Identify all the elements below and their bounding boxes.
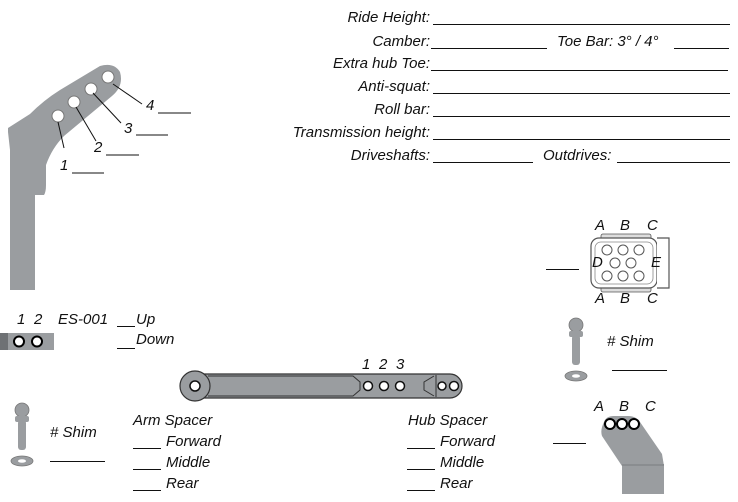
transmission-height-field[interactable] xyxy=(433,139,730,140)
driveshafts-label: Driveshafts: xyxy=(350,147,430,164)
ball-stud-shaft xyxy=(18,420,26,450)
carrier-hole-a xyxy=(604,418,616,430)
hub-spacer-title: Hub Spacer xyxy=(408,412,488,429)
arm-spacer-rear-field[interactable] xyxy=(133,490,161,491)
connector-latch xyxy=(657,237,670,289)
hub-spacer-middle: Middle xyxy=(440,454,485,471)
shock-tower-diagram xyxy=(8,64,191,290)
anti-squat-label: Anti-squat: xyxy=(358,78,430,95)
link-end-hole-b xyxy=(448,380,460,392)
pointer-3 xyxy=(92,92,122,124)
right-shim-label: # Shim xyxy=(607,333,654,350)
carrier-label-c: C xyxy=(645,398,656,415)
left-ball-stud-diagram xyxy=(10,402,34,467)
connector-bottom-b: B xyxy=(620,290,631,307)
link-diagram xyxy=(179,370,463,402)
roll-bar-label: Roll bar: xyxy=(374,101,430,118)
extra-hub-toe-field[interactable] xyxy=(431,70,728,71)
es-hole-1 xyxy=(13,335,25,348)
link-hole-2 xyxy=(378,380,390,392)
tower-hole-3 xyxy=(84,82,98,96)
pointer-1 xyxy=(57,121,65,149)
arm-spacer-middle: Middle xyxy=(166,454,211,471)
pointer-2 xyxy=(75,106,97,142)
arm-spacer-middle-field[interactable] xyxy=(133,469,161,470)
ride-height-field[interactable] xyxy=(433,24,730,25)
carrier-hole-b xyxy=(616,418,628,430)
connector-bottom-c: C xyxy=(647,290,658,307)
link-hole-1 xyxy=(362,380,374,392)
connector-bottom-a: A xyxy=(595,290,606,307)
arm-spacer-forward-field[interactable] xyxy=(133,448,161,449)
ball-head xyxy=(14,402,30,418)
es-hole-label-2: 2 xyxy=(34,311,43,328)
outdrives-field[interactable] xyxy=(617,162,730,163)
tower-label-1: 1 xyxy=(60,157,69,174)
transmission-height-label: Transmission height: xyxy=(292,124,430,141)
tower-label-4: 4 xyxy=(146,97,155,114)
hub-spacer-rear: Rear xyxy=(440,475,473,492)
arm-spacer-title: Arm Spacer xyxy=(133,412,213,429)
hub-spacer-forward: Forward xyxy=(440,433,496,450)
tower-hole-2 xyxy=(67,95,81,109)
camber-label: Camber: xyxy=(372,33,430,50)
connector-top-c: C xyxy=(647,217,658,234)
ball-stud-shaft xyxy=(572,335,580,365)
connector-top-a: A xyxy=(595,217,606,234)
connector-field[interactable] xyxy=(546,269,579,270)
tower-hole-1 xyxy=(51,109,65,123)
left-shim-label: # Shim xyxy=(50,424,97,441)
ride-height-label: Ride Height: xyxy=(347,9,430,26)
driveshafts-field[interactable] xyxy=(433,162,533,163)
es-part-diagram xyxy=(0,333,54,350)
hub-spacer-forward-field[interactable] xyxy=(407,448,435,449)
link-end-hole xyxy=(189,380,201,392)
hub-spacer-rear-field[interactable] xyxy=(407,490,435,491)
es-part-number: ES-001 xyxy=(58,311,109,328)
pointer-4 xyxy=(112,83,143,105)
tower-label-2: 2 xyxy=(94,139,103,156)
carrier-label-a: A xyxy=(594,398,605,415)
shock-tower-shape xyxy=(8,64,121,290)
arm-spacer-forward: Forward xyxy=(166,433,222,450)
carrier-label-b: B xyxy=(619,398,630,415)
hub-carrier-diagram xyxy=(601,416,664,494)
carrier-hole-c xyxy=(628,418,640,430)
extra-hub-toe-label: Extra hub Toe: xyxy=(332,55,430,72)
link-hole-label-3: 3 xyxy=(396,356,405,373)
tower-hole-4 xyxy=(101,70,115,84)
outdrives-label: Outdrives: xyxy=(543,147,612,164)
connector-pins xyxy=(601,244,645,282)
toe-bar-label: Toe Bar: 3° / 4° xyxy=(557,33,659,50)
camber-field[interactable] xyxy=(431,48,547,49)
right-ball-stud-diagram xyxy=(564,317,588,382)
ball-head xyxy=(568,317,584,333)
connector-diagram xyxy=(590,233,670,293)
connector-label-e: E xyxy=(651,254,662,271)
left-shim-field[interactable] xyxy=(50,461,105,462)
link-end-hole-a xyxy=(437,381,447,391)
connector-label-d: D xyxy=(592,254,603,271)
link-hole-3 xyxy=(394,380,406,392)
anti-squat-field[interactable] xyxy=(433,93,730,94)
carrier-field[interactable] xyxy=(553,443,586,444)
es-down-label: Down xyxy=(136,331,175,348)
es-hole-label-1: 1 xyxy=(17,311,26,328)
link-hole-label-1: 1 xyxy=(362,356,371,373)
arm-spacer-rear: Rear xyxy=(166,475,199,492)
es-up-field[interactable] xyxy=(117,326,135,327)
es-down-field[interactable] xyxy=(117,348,135,349)
connector-top-b: B xyxy=(620,217,631,234)
toe-bar-field[interactable] xyxy=(674,48,729,49)
link-body xyxy=(191,373,463,399)
link-hole-label-2: 2 xyxy=(379,356,388,373)
roll-bar-field[interactable] xyxy=(433,116,730,117)
es-part-shape xyxy=(0,333,54,350)
hub-spacer-middle-field[interactable] xyxy=(407,469,435,470)
right-shim-field[interactable] xyxy=(612,370,667,371)
hub-carrier-shape xyxy=(601,416,664,494)
es-up-label: Up xyxy=(136,311,156,328)
tower-label-3: 3 xyxy=(124,120,133,137)
es-hole-2 xyxy=(31,335,43,348)
